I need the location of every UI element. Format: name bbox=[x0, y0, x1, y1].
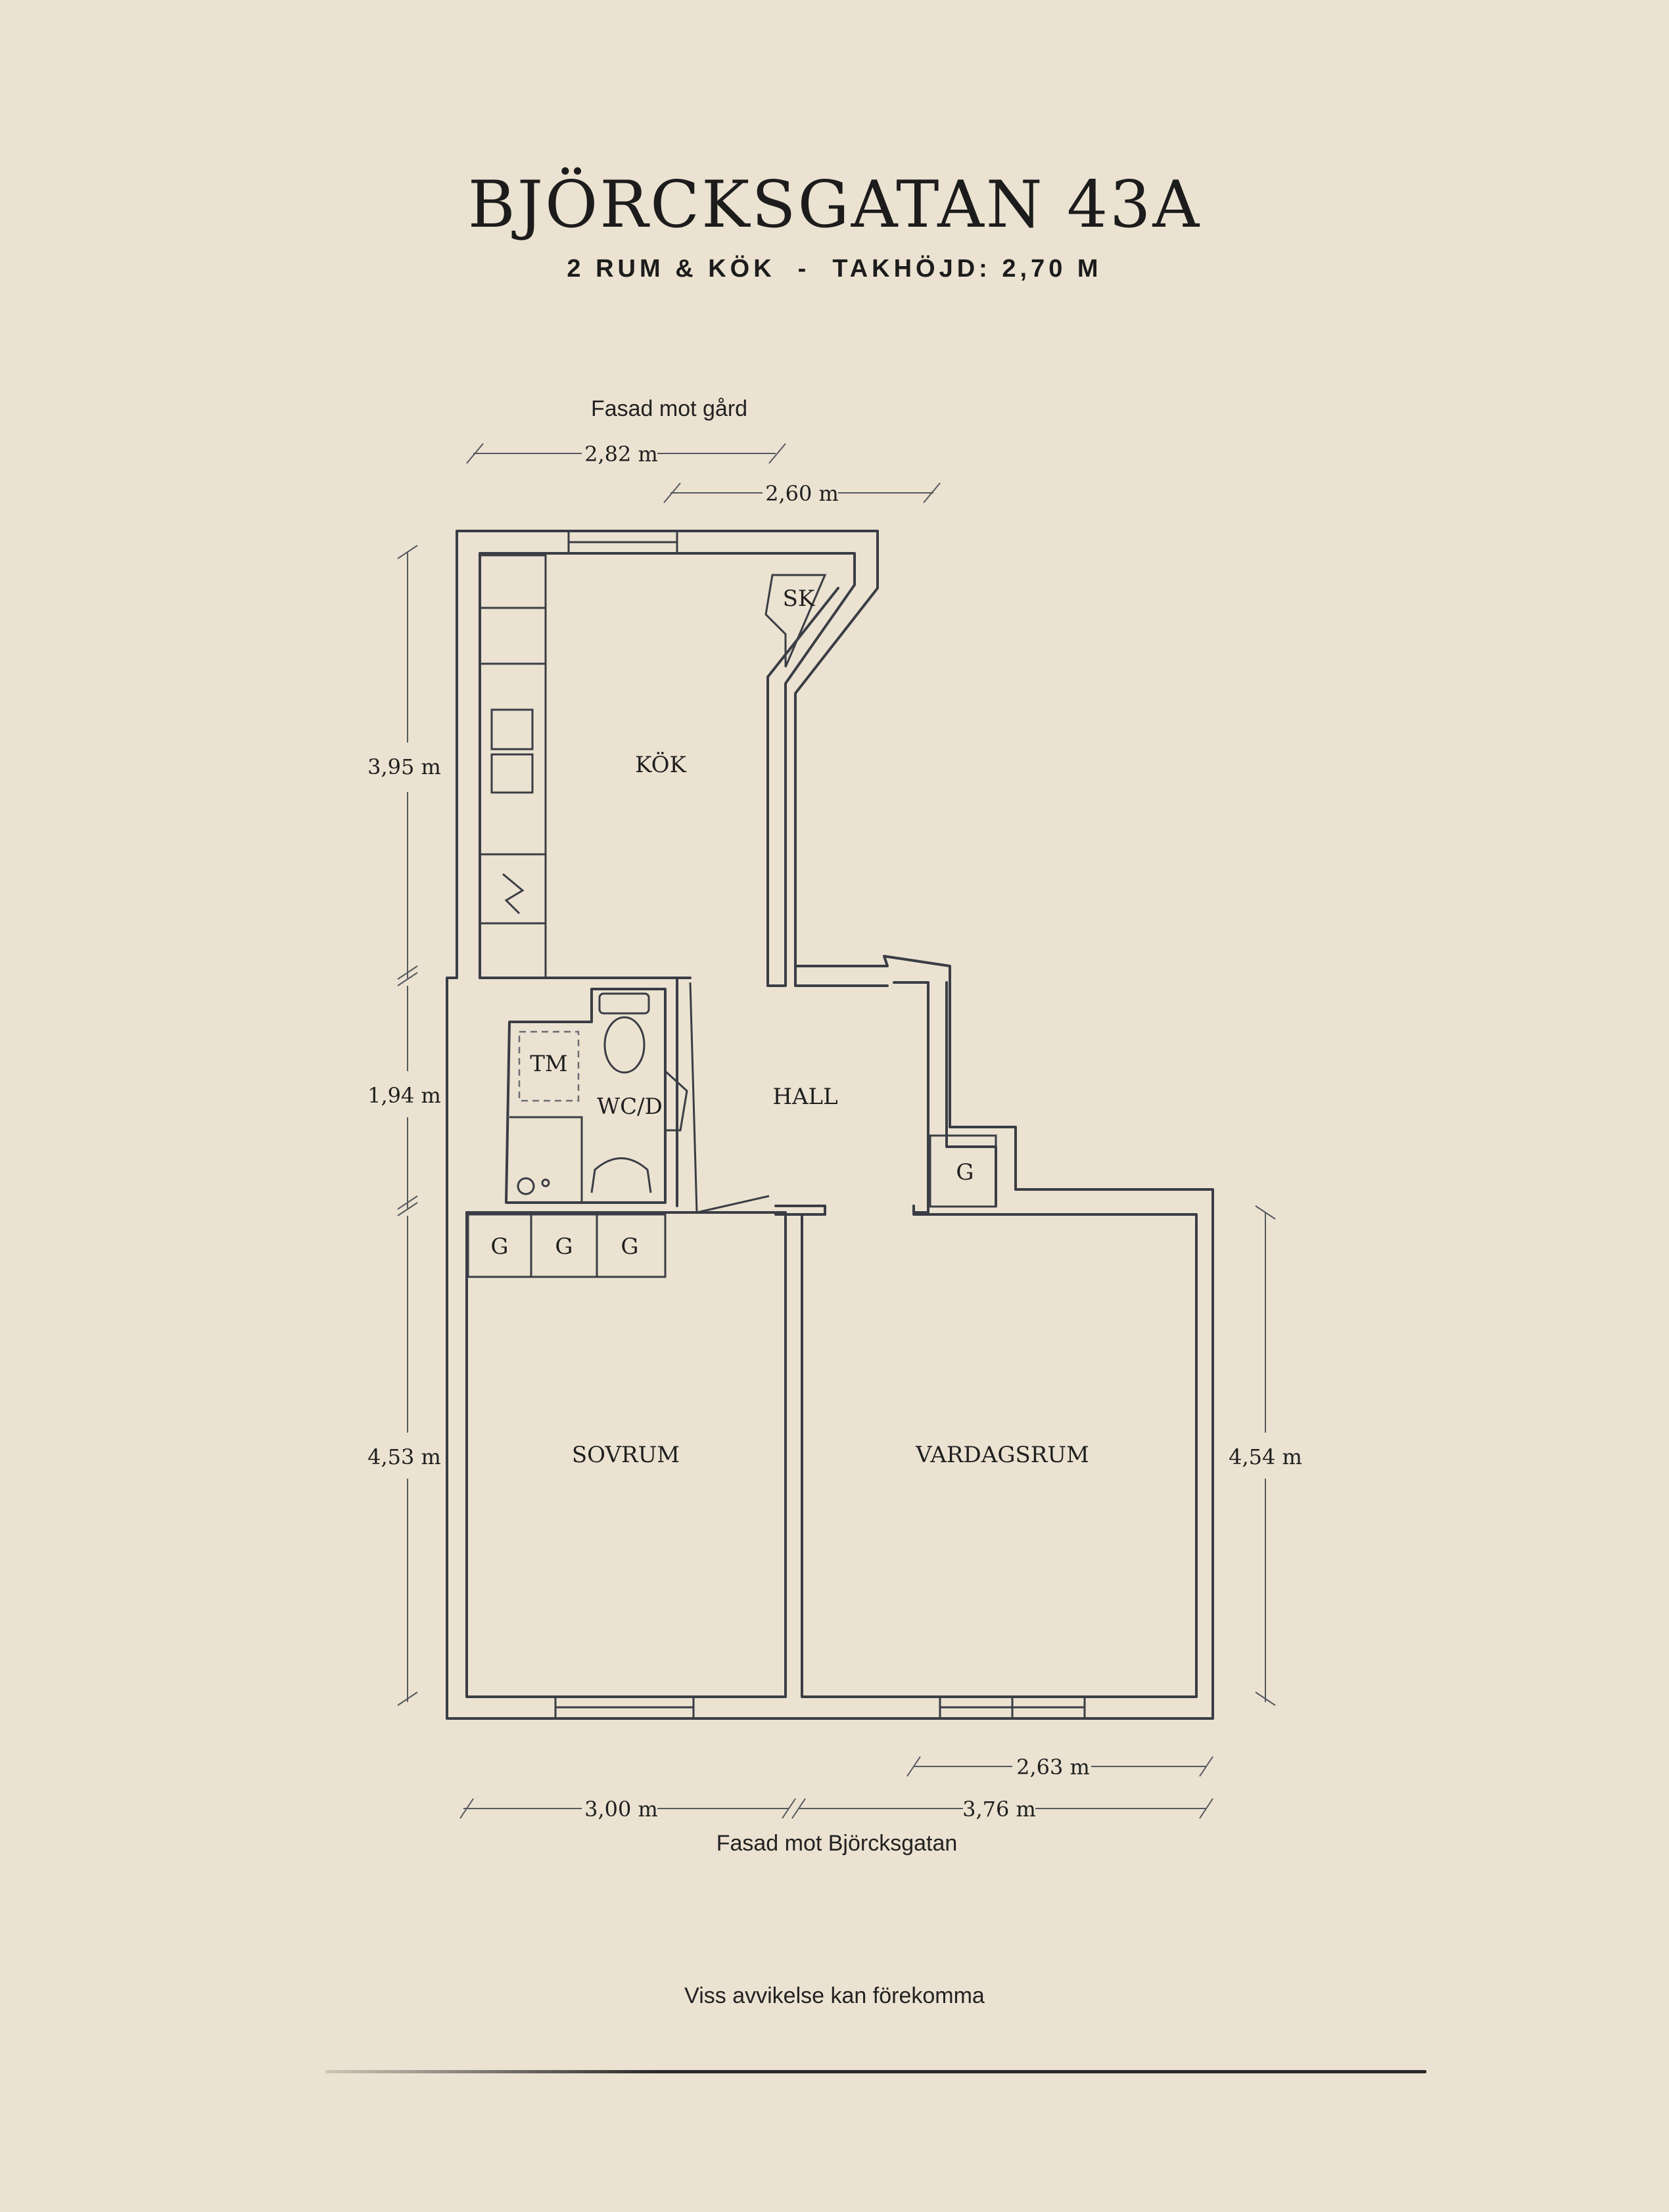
dim-label-bottom-bedroom: 3,00 m bbox=[584, 1797, 658, 1822]
dim-label-left-bedroom: 4,53 m bbox=[367, 1444, 441, 1469]
bathroom-fixtures bbox=[517, 992, 652, 1195]
disclaimer: Viss avvikelse kan förekomma bbox=[684, 1983, 985, 2008]
dim-label-left-kitchen: 3,95 m bbox=[367, 754, 441, 779]
floor-drain-icon bbox=[517, 1177, 535, 1195]
dim-label-top-kitchen: 2,82 m bbox=[584, 442, 658, 467]
room-label-bathroom: WC/D bbox=[597, 1094, 663, 1120]
room-label-wardrobe: G bbox=[956, 1159, 974, 1186]
toilet-icon bbox=[603, 1016, 646, 1074]
room-count: 2 RUM & KÖK bbox=[567, 255, 776, 283]
room-label-closet: SK bbox=[783, 586, 815, 612]
room-label-washer: TM bbox=[530, 1051, 568, 1077]
facade-bottom-label: Fasad mot Björcksgatan bbox=[716, 1831, 958, 1856]
room-label-bedroom: SOVRUM bbox=[572, 1442, 680, 1468]
kitchen-fixtures bbox=[480, 531, 678, 978]
room-label-hall: HALL bbox=[772, 1084, 837, 1110]
ceiling-height: TAKHÖJD: 2,70 M bbox=[832, 255, 1102, 283]
windows bbox=[554, 1697, 1086, 1718]
page-subtitle: 2 RUM & KÖK-TAKHÖJD: 2,70 M bbox=[0, 255, 1669, 283]
bedroom-wardrobes bbox=[467, 1213, 667, 1278]
facade-top-label: Fasad mot gård bbox=[590, 396, 748, 421]
toilet-tank-icon bbox=[598, 992, 650, 1015]
sink-icon bbox=[590, 1157, 652, 1193]
dim-label-bottom-living: 3,76 m bbox=[962, 1797, 1036, 1822]
room-label-kitchen: KÖK bbox=[635, 751, 686, 778]
dim-label-right-living: 4,54 m bbox=[1229, 1444, 1302, 1469]
bottom-rule bbox=[325, 2070, 1426, 2073]
dimension-lines bbox=[397, 443, 1276, 1819]
dim-label-left-hall: 1,94 m bbox=[367, 1083, 441, 1108]
washer-outline bbox=[518, 1030, 580, 1102]
room-label-wardrobe: G bbox=[490, 1233, 508, 1260]
room-label-wardrobe: G bbox=[555, 1233, 573, 1260]
subtitle-separator: - bbox=[797, 255, 811, 283]
dim-label-top-sk: 2,60 m bbox=[765, 481, 839, 506]
room-label-wardrobe: G bbox=[621, 1233, 638, 1260]
walls bbox=[446, 530, 1214, 1720]
stove-icon bbox=[502, 873, 525, 915]
page-title: BJÖRCKSGATAN 43A bbox=[467, 168, 1202, 242]
room-label-living: VARDAGSRUM bbox=[915, 1442, 1089, 1468]
dim-label-living-window: 2,63 m bbox=[1016, 1755, 1090, 1780]
